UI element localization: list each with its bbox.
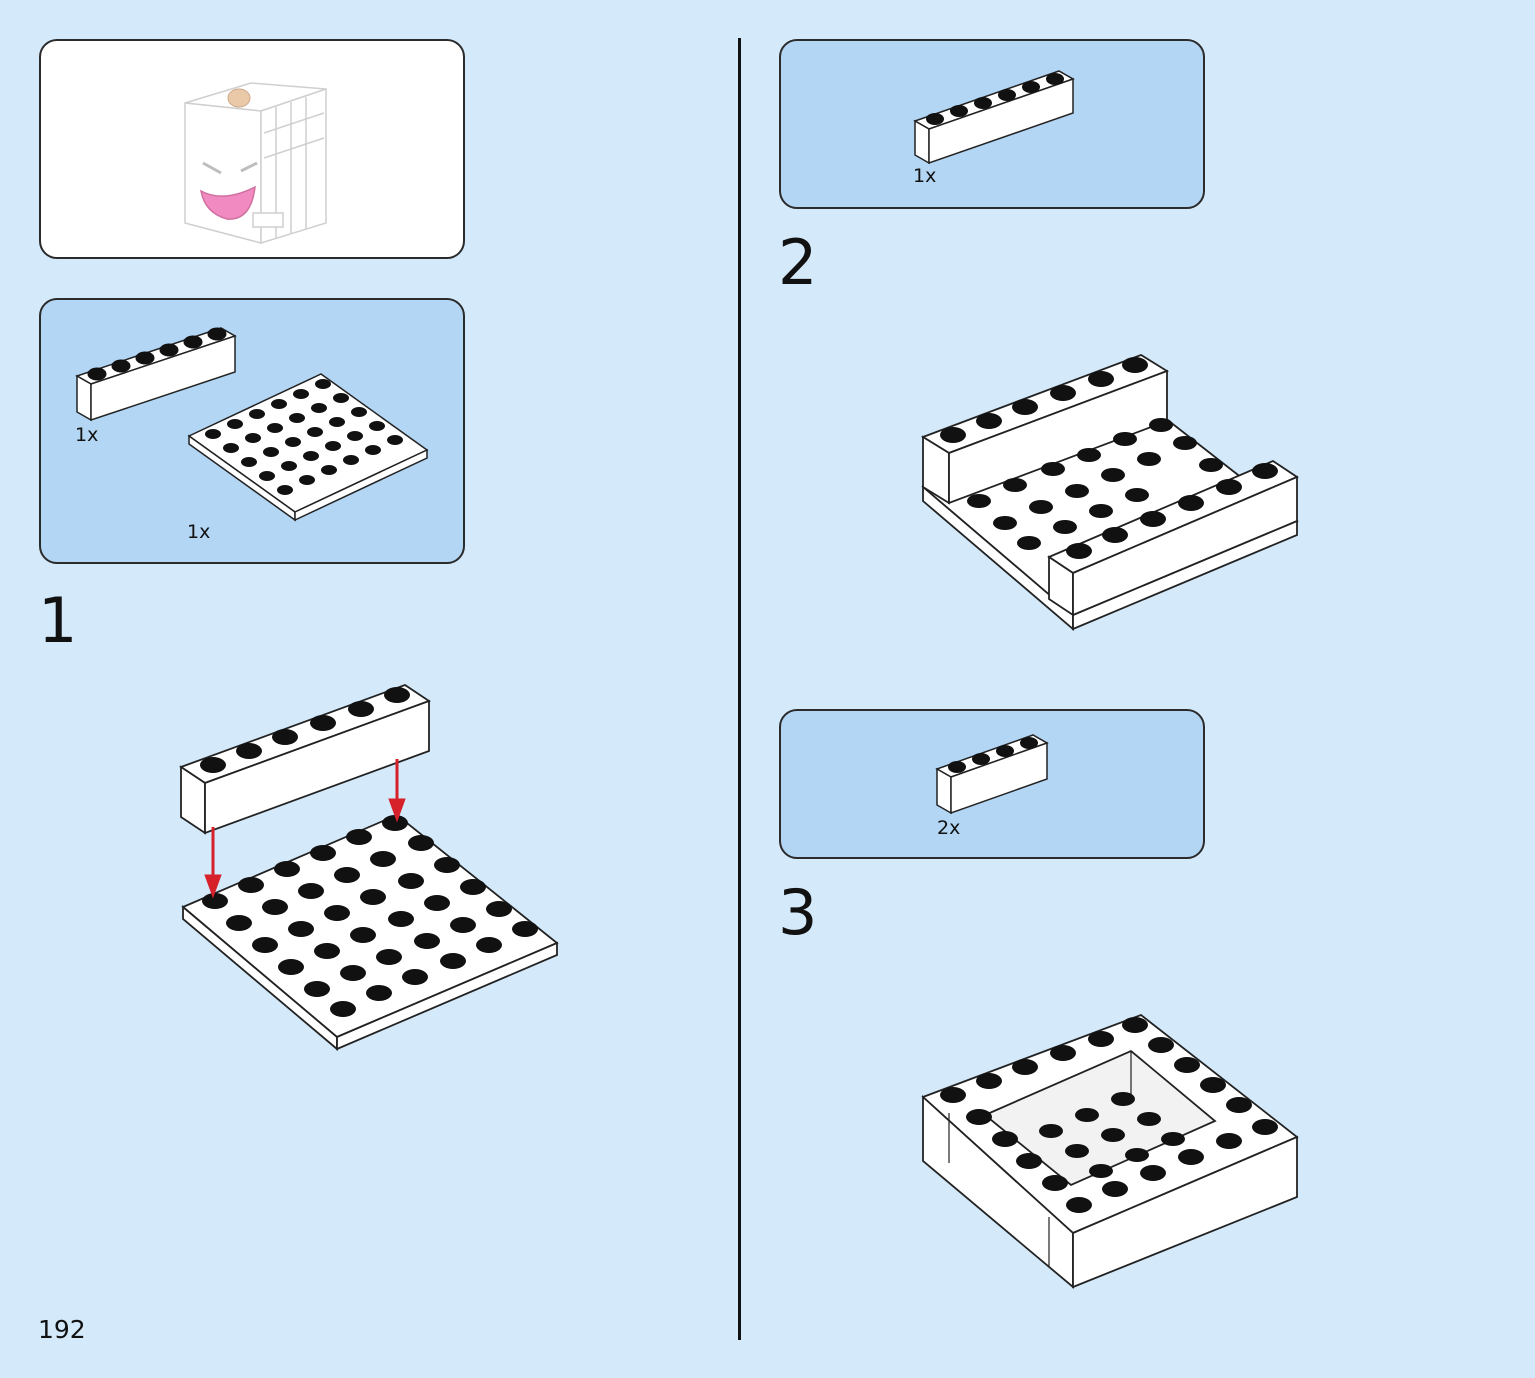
step-3-number: 3 [778, 876, 818, 949]
step-1-part-2-qty: 1x [187, 521, 211, 543]
ghost-block-model-icon [184, 82, 327, 245]
step-2-parts-box: 1x [779, 39, 1205, 209]
step-2-assembly-illustration [920, 354, 1299, 631]
model-preview-box [39, 39, 465, 259]
step-3-part-1-qty: 2x [937, 817, 961, 839]
step-3-parts-box: 2x [779, 709, 1205, 859]
step-1-assembly-illustration [179, 683, 559, 1051]
step-2-number: 2 [778, 226, 818, 299]
brick-1x4-icon [935, 734, 1049, 815]
brick-1x6-icon [75, 327, 237, 422]
page-number: 192 [38, 1315, 86, 1344]
step-1-number: 1 [38, 584, 78, 657]
step-3-assembly-illustration [921, 1013, 1299, 1289]
step-1-part-1-qty: 1x [75, 424, 99, 446]
step-2-part-1-qty: 1x [913, 165, 937, 187]
plate-6x6-icon [187, 373, 429, 522]
page-divider [738, 38, 741, 1340]
brick-1x6-icon [913, 70, 1075, 165]
arrow-down-icon [204, 759, 406, 899]
step-1-parts-box: 1x 1x [39, 298, 465, 564]
